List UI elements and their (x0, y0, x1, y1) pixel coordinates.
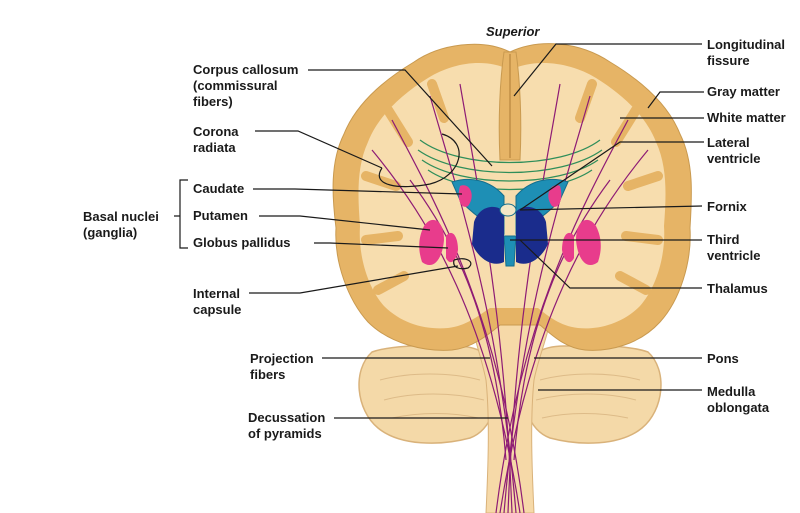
leader-globus-pallidus (314, 242, 449, 249)
leader-thalamus (519, 239, 702, 289)
label-internal-capsule: Internal capsule (193, 286, 242, 317)
label-projection-fibers: Projection fibers (250, 351, 314, 382)
leader-fornix (519, 205, 703, 211)
brainstem (467, 299, 553, 513)
putamen-left (419, 219, 444, 266)
caudate-right (548, 185, 562, 207)
leader-corpus-callosum (308, 69, 493, 167)
leader-longitudinal-fissure (513, 43, 702, 97)
label-gray-matter: Gray matter (707, 84, 780, 99)
label-longitudinal-fissure: Longitudinal fissure (707, 37, 785, 68)
leader-lines (174, 43, 704, 419)
leader-corona-radiata-bracket (378, 133, 460, 188)
leader-lateral-ventricle (519, 141, 704, 211)
label-putamen: Putamen (193, 208, 248, 223)
leader-gray-matter (647, 91, 704, 109)
label-white-matter: White matter (707, 110, 786, 125)
label-globus-pallidus: Globus pallidus (193, 235, 291, 250)
fornix (499, 203, 517, 217)
label-basal-nuclei: Basal nuclei (ganglia) (83, 209, 159, 240)
caudate-left (458, 185, 472, 207)
label-pons: Pons (707, 351, 739, 366)
leader-internal-capsule (249, 265, 459, 294)
thalamus (472, 206, 504, 264)
bracket-basal-nuclei (174, 179, 188, 249)
leader-caudate (253, 188, 463, 195)
leader-corona-radiata (255, 130, 383, 169)
label-lateral-ventricle: Lateral ventricle (707, 135, 761, 166)
cerebellum-folia (379, 373, 641, 419)
third-ventricle (503, 235, 517, 267)
sulci (361, 79, 663, 295)
label-third-ventricle: Third ventricle (707, 232, 761, 263)
basal-nuclei-shapes (419, 185, 601, 266)
label-medulla-oblongata: Medulla oblongata (707, 384, 770, 415)
thalamus-right (516, 206, 548, 264)
globus-pallidus-left (446, 232, 458, 263)
leader-internal-capsule-bracket (453, 258, 472, 270)
label-corpus-callosum: Corpus callosum (commissural fibers) (193, 62, 299, 109)
orientation-superior: Superior (486, 24, 540, 39)
label-corona-radiata: Corona radiata (193, 124, 239, 155)
label-caudate: Caudate (193, 181, 245, 196)
label-decussation-of-pyramids: Decussation of pyramids (248, 410, 326, 441)
label-thalamus: Thalamus (707, 281, 768, 296)
putamen-right (576, 219, 601, 266)
label-fornix: Fornix (707, 199, 747, 214)
leader-putamen (259, 215, 431, 231)
projection-fibers (371, 83, 649, 513)
